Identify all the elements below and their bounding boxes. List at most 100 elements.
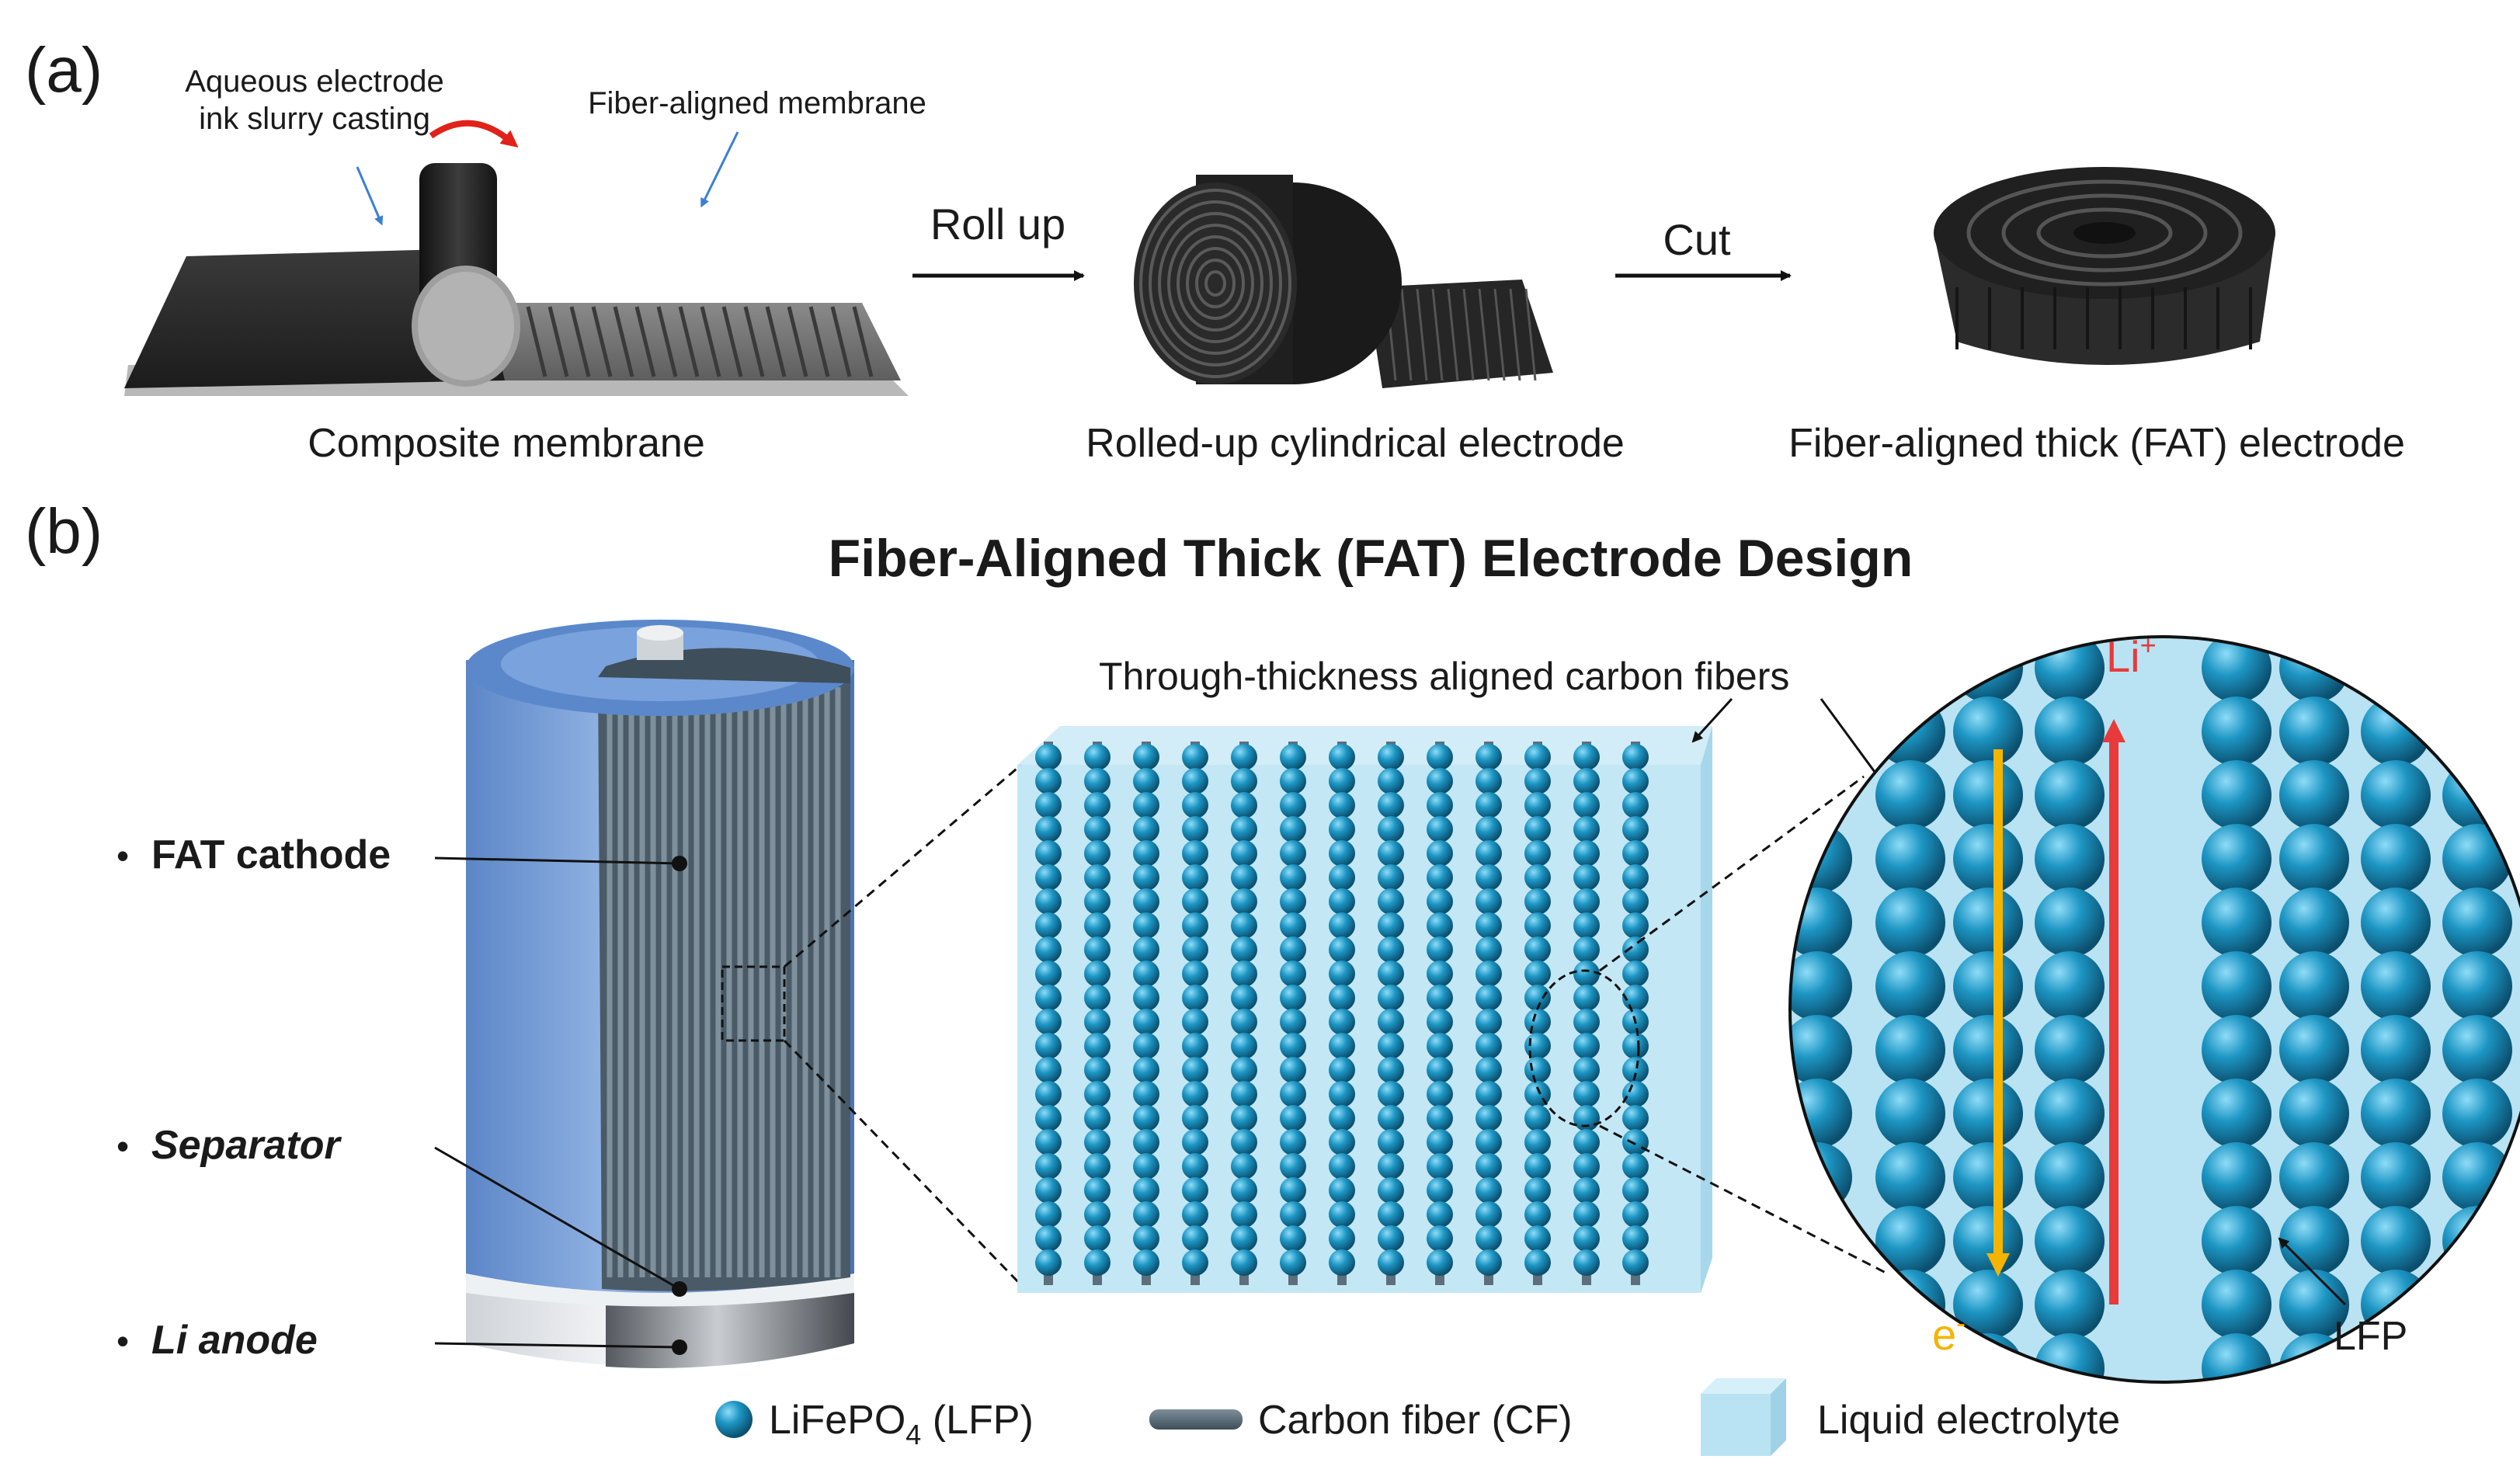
lfp-particle [1622,888,1649,915]
lfp-particle [1378,961,1404,987]
legend-lfp-sub: 4 [905,1419,921,1450]
lfp-particle [1524,936,1551,963]
lfp-particle [1427,912,1453,939]
lfp-particle [1524,1225,1551,1252]
lfp-particle [1231,1249,1257,1276]
lfp-particle-zoom [2279,1270,2349,1339]
lfp-particle [1622,1177,1649,1204]
lfp-particle [1476,768,1502,794]
lfp-particle [1182,768,1208,794]
battery-cell-illustration [466,620,854,1368]
lfp-particle [1084,1153,1111,1179]
lfp-particle [1622,816,1649,842]
lfp-particle [1035,1225,1062,1252]
electron-sup: - [1956,1307,1966,1339]
lfp-particle-zoom [1875,1142,1945,1212]
lfp-particle [1231,864,1257,891]
lfp-particle-zoom [2361,951,2431,1021]
lfp-particle [1427,1105,1453,1131]
lfp-particle [1524,768,1551,794]
slurry-pointer [356,166,384,226]
lfp-particle [1476,1105,1502,1131]
lfp-particle [1182,744,1208,770]
lfp-particle [1476,1201,1502,1228]
membrane-groove [830,306,852,377]
lfp-particle [1035,744,1062,770]
lfp-particle [1329,768,1355,794]
lfp-particle [1133,1057,1159,1083]
cut-label: Cut [1663,215,1731,264]
lfp-particle [1524,888,1551,915]
lfp-particle [1573,1057,1600,1083]
panel-b-label: (b) [25,496,103,567]
lfp-particle [1084,912,1111,939]
lfp-particle [1084,1225,1111,1252]
lfp-particle-zoom [1875,760,1945,830]
anode-label: Li anode [151,1318,318,1363]
membrane-groove [613,306,634,377]
lfp-particle-zoom [2202,1333,2271,1382]
lfp-particle [1378,936,1404,963]
lfp-particle [1622,985,1649,1011]
lfp-particle [1182,1177,1208,1204]
spiral-ring [1186,247,1245,320]
membrane-groove [634,306,656,377]
lfp-particle [1378,1249,1404,1276]
lfp-particle [1182,912,1208,939]
lfp-particle [1427,792,1453,818]
lfp-particle [1280,985,1306,1011]
lfp-particle [1427,864,1453,891]
membrane-groove [721,306,743,377]
lfp-particle-zoom [2442,888,2512,957]
lfp-particle-zoom [2442,1270,2512,1339]
lfp-particle-zoom [1953,1015,2023,1085]
anode-bullet: • [116,1321,129,1361]
lfp-particle [1378,1129,1404,1155]
lfp-particle [1133,816,1159,842]
lfp-particle-zoom [1953,1270,2023,1339]
lfp-particle-zoom [1790,1333,1852,1382]
lfp-particle [1378,1033,1404,1059]
lfp-particle [1231,840,1257,867]
lfp-particle-zoom [1875,888,1945,957]
lfp-particle [1133,985,1159,1011]
lfp-particle [1280,1153,1306,1179]
lfp-particle [1378,1153,1404,1179]
lfp-particle [1476,888,1502,915]
lfp-particle [1378,792,1404,818]
lfp-particle [1035,1057,1062,1083]
lfp-particle [1035,1105,1062,1131]
lfp-particle [1329,1081,1355,1107]
lfp-particle [1427,1225,1453,1252]
lfp-particle [1182,864,1208,891]
membrane-groove [569,306,591,377]
li-ion-sup: + [2140,629,2157,661]
lfp-particle [1133,1105,1159,1131]
zoom-ellipse [1528,969,1640,1127]
lfp-particle-zoom [1875,1206,1945,1276]
membrane-pointer [700,131,739,208]
lfp-particle [1378,1201,1404,1228]
lfp-particle [1035,1201,1062,1228]
lfp-particle [1084,1009,1111,1035]
lfp-particle [1280,888,1306,915]
lfp-particle [1035,985,1062,1011]
roll-groove [1447,288,1459,381]
lfp-particle [1182,1153,1208,1179]
lfp-particle [1622,1033,1649,1059]
cathode-bullet: • [116,836,129,876]
lfp-particle [1133,840,1159,867]
lfp-particle [1280,1105,1306,1131]
lfp-particle-zoom [2202,1270,2271,1339]
lfp-particle [1084,936,1111,963]
lfp-particle [1573,1201,1600,1228]
lfp-particle-zoom [2361,697,2431,766]
zoom-line-bottom [783,1039,1023,1287]
roll-up-label: Roll up [930,200,1065,248]
lfp-particle-zoom [2202,637,2271,703]
lfp-particle [1524,1177,1551,1204]
lfp-particle [1231,744,1257,770]
lfp-particle-zoom [2202,1206,2271,1276]
anode-leader [434,1342,680,1349]
lfp-particle [1427,1153,1453,1179]
